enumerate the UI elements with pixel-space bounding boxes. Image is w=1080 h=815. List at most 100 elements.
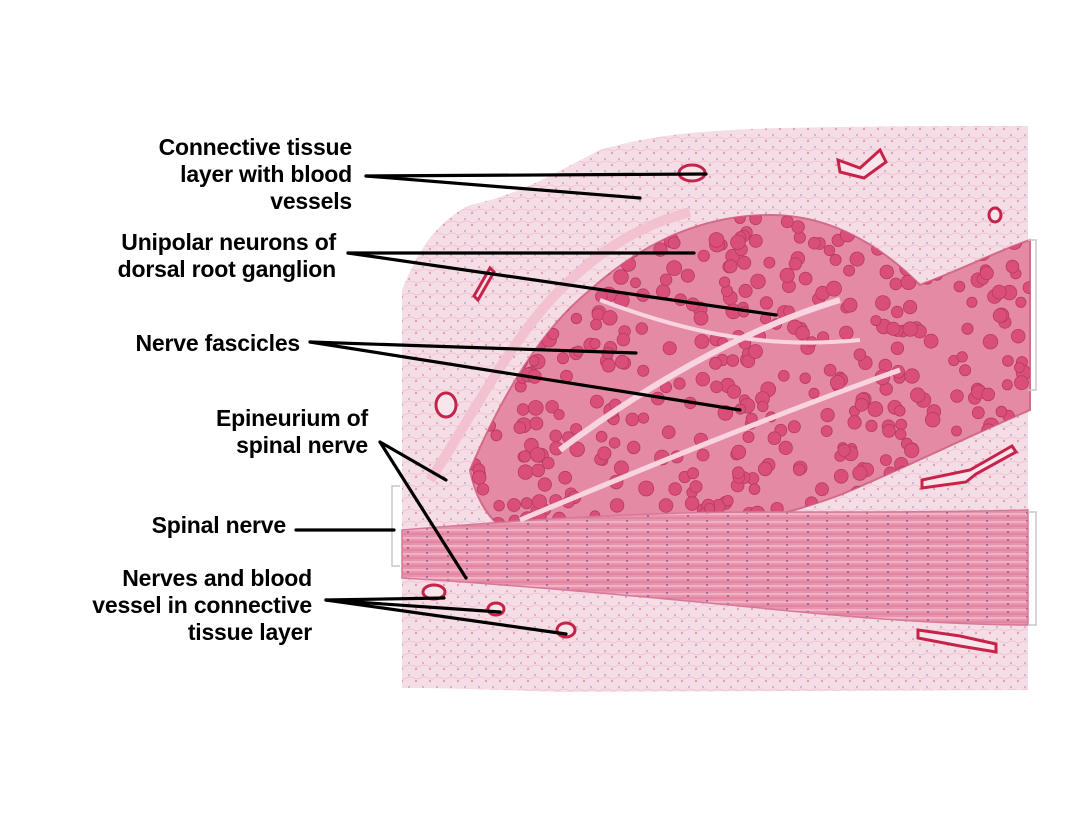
blood-vessel xyxy=(434,391,458,419)
neuron-cell-body xyxy=(601,358,616,373)
neuron-cell-body xyxy=(886,321,901,336)
neuron-cell-body xyxy=(829,374,846,391)
neuron-cell-body xyxy=(696,448,710,462)
neuron-cell-body xyxy=(517,464,534,480)
neuron-cell-body xyxy=(694,334,710,349)
neuron-cell-body xyxy=(527,400,544,416)
neuron-cell-body xyxy=(553,408,565,420)
neuron-cell-body xyxy=(528,355,540,367)
neuron-cell-body xyxy=(730,234,746,251)
leader-line xyxy=(308,340,638,355)
neuron-cell-body xyxy=(971,406,985,420)
neuron-cell-body xyxy=(879,264,895,280)
neuron-cell-body xyxy=(950,389,964,403)
neuron-cell-body xyxy=(980,266,994,281)
leader-line xyxy=(324,596,446,602)
neuron-cell-body xyxy=(1002,355,1014,367)
neuron-cell-body xyxy=(529,416,544,431)
neuron-cell-body xyxy=(951,425,962,437)
neuron-cell-body xyxy=(695,372,711,387)
neuron-cell-body xyxy=(659,273,673,286)
label-line: vessels xyxy=(270,188,352,214)
neuron-cell-body xyxy=(793,231,806,244)
label-line: vessel in connective xyxy=(92,592,312,618)
neuron-cell-body xyxy=(693,310,709,326)
neuron-cell-body xyxy=(823,363,837,377)
neuron-cell-body xyxy=(808,387,820,399)
label-nerve-fascicles: Nerve fascicles xyxy=(135,330,300,357)
neuron-cell-body xyxy=(667,236,681,250)
neuron-cell-body xyxy=(737,255,752,270)
neuron-cell-body xyxy=(982,334,999,350)
leader-line xyxy=(308,340,742,412)
label-unipolar-neurons: Unipolar neurons of dorsal root ganglion xyxy=(117,229,337,283)
neuron-cell-body xyxy=(1014,362,1025,373)
neuron-cell-body xyxy=(833,468,849,484)
neuron-cell-body xyxy=(689,480,703,494)
neuron-cell-body xyxy=(545,400,559,414)
neuron-cell-body xyxy=(847,415,862,430)
neuron-cell-body xyxy=(895,418,908,431)
neuron-cell-body xyxy=(1015,296,1027,308)
neuron-cell-body xyxy=(823,244,836,257)
neuron-cell-body xyxy=(820,407,835,423)
neuron-cell-body xyxy=(613,460,629,476)
neuron-cell-body xyxy=(518,450,532,463)
neuron-cell-body xyxy=(748,344,763,359)
neuron-cell-body xyxy=(597,446,612,461)
neuron-cell-body xyxy=(616,332,631,347)
neuron-cell-body xyxy=(726,354,740,367)
neuron-cell-body xyxy=(779,267,795,283)
neuron-cell-body xyxy=(557,352,570,365)
neuron-cell-body xyxy=(953,280,966,293)
neuron-cell-body xyxy=(680,268,695,283)
label-line: Connective tissue xyxy=(158,134,353,160)
neuron-cell-body xyxy=(995,405,1008,418)
blood-vessel xyxy=(920,444,1019,490)
blood-vessel xyxy=(916,628,998,654)
neuron-cell-body xyxy=(589,338,601,350)
neuron-cell-body xyxy=(558,470,572,485)
neuron-cell-body xyxy=(843,264,855,277)
label-line: dorsal root ganglion xyxy=(117,256,337,282)
leader-line xyxy=(364,172,708,178)
blood-vessel xyxy=(987,206,1003,224)
leader-line xyxy=(324,598,568,636)
neuron-cell-body xyxy=(791,220,805,234)
neuron-cell-body xyxy=(749,215,762,226)
neuron-cell-body xyxy=(981,387,995,402)
neuron-cell-body xyxy=(966,296,978,308)
neuron-cell-body xyxy=(758,461,773,477)
neuron-cell-body xyxy=(662,341,677,356)
neuron-cell-body xyxy=(780,215,794,229)
neuron-cell-body xyxy=(520,497,533,510)
leader-lines xyxy=(294,172,778,636)
neuron-cell-body xyxy=(637,364,650,377)
neuron-cell-body xyxy=(799,372,811,384)
neuron-cell-body xyxy=(910,387,926,403)
neuron-cell-body xyxy=(763,256,776,269)
neuron-cell-body xyxy=(767,431,782,446)
neuron-cell-body xyxy=(590,318,602,331)
leader-line xyxy=(378,440,468,580)
neuron-cell-body xyxy=(870,315,882,327)
neuron-cell-body xyxy=(630,277,641,289)
neuron-cell-body xyxy=(697,249,710,262)
label-epineurium: Epineurium of spinal nerve xyxy=(216,405,368,459)
neuron-cell-body xyxy=(826,280,842,297)
neuron-cell-body xyxy=(815,482,829,497)
neuron-cell-body xyxy=(777,369,790,382)
neuron-cell-body xyxy=(613,269,629,285)
neuron-cell-body xyxy=(992,308,1008,323)
neuron-cell-body xyxy=(795,325,810,341)
neuron-cell-body xyxy=(807,236,821,250)
neuron-cell-body xyxy=(1022,281,1030,295)
label-line: tissue layer xyxy=(187,619,312,645)
neuron-cell-body xyxy=(658,498,674,513)
neuron-cell-body xyxy=(837,443,851,457)
neuron-cell-body xyxy=(788,257,802,271)
neuron-cell-body xyxy=(925,412,941,428)
neuron-cell-body xyxy=(902,299,918,315)
neuron-cell-body xyxy=(684,496,700,511)
